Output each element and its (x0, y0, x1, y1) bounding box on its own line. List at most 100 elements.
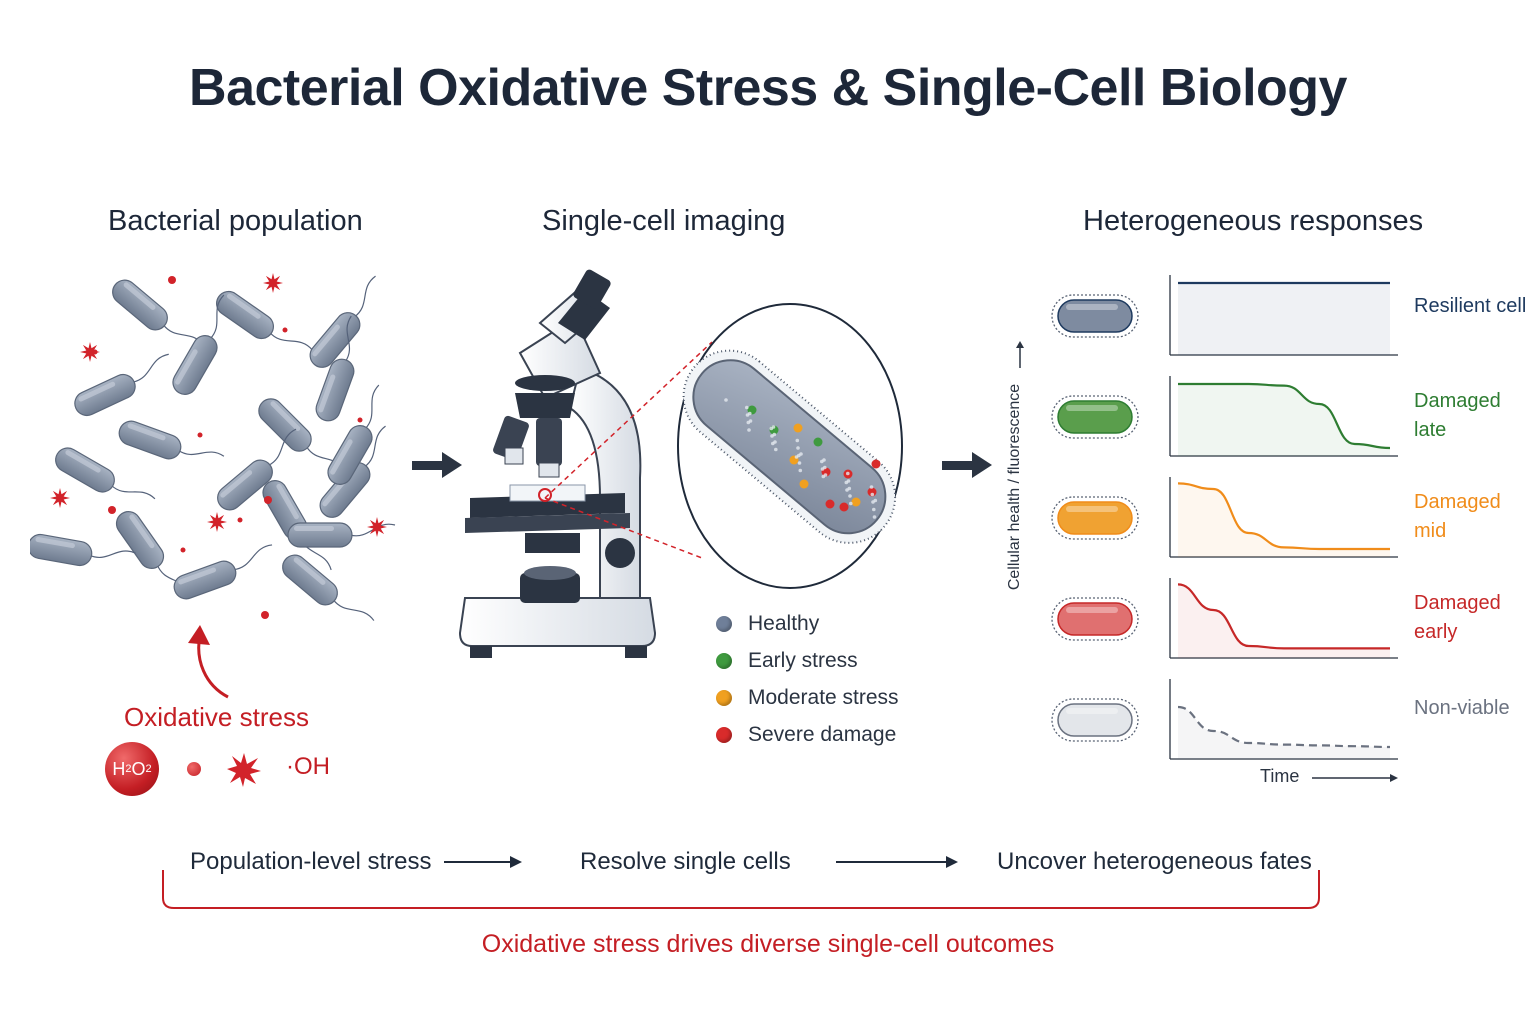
bacterium (216, 290, 313, 351)
legend-item: Moderate stress (716, 683, 899, 713)
stress-arrow-icon (188, 625, 229, 699)
legend-dot-icon (716, 616, 732, 632)
flow-arrow-icon-2 (836, 856, 958, 868)
granule (869, 485, 874, 489)
granule (873, 498, 878, 503)
series-area (1178, 283, 1390, 355)
granule (745, 405, 749, 410)
flow-step-resolve: Resolve single cells (580, 848, 791, 875)
ros-starburst (80, 342, 100, 362)
granule (823, 465, 827, 470)
bacterium (327, 384, 380, 485)
h2o2-sub1: 2 (125, 763, 132, 775)
fluorescent-dot (851, 497, 861, 507)
ros-dot (168, 276, 176, 284)
ros-starburst (263, 273, 283, 293)
legend-label: Moderate stress (748, 686, 899, 709)
takeaway-text: Oxidative stress drives diverse single-c… (481, 930, 1055, 958)
flow-step-population: Population-level stress (190, 848, 432, 875)
response-label: Non-viable (1414, 694, 1510, 723)
ros-starburst-icon (227, 753, 261, 787)
fluorescent-dot (799, 479, 809, 489)
ylabel-arrow-icon (1016, 341, 1024, 368)
fluorescent-dot (825, 499, 835, 509)
ros-starburst (207, 512, 227, 532)
response-cell-icon (1051, 698, 1139, 742)
response-label-line1: Damaged (1414, 390, 1501, 412)
bacterium (315, 315, 355, 422)
granule (847, 486, 852, 491)
legend-dot-icon (716, 727, 732, 743)
ros-particles (50, 273, 387, 619)
series-area (1178, 384, 1390, 456)
time-arrow-icon (1312, 774, 1398, 782)
legend-item: Severe damage (716, 720, 896, 750)
bacterium (217, 428, 297, 511)
legend-label: Early stress (748, 649, 858, 672)
response-charts (1051, 275, 1398, 760)
response-label-line2: late (1414, 419, 1447, 441)
response-cell-icon (1051, 294, 1139, 338)
response-label-line2: mid (1414, 520, 1447, 542)
arrow-right-icon (412, 452, 462, 478)
granule (848, 494, 852, 498)
bacterium (172, 294, 225, 395)
series-area (1178, 707, 1390, 759)
response-label-line1: Resilient cell (1414, 295, 1527, 317)
chart-ylabel: Cellular health / fluorescence (1006, 383, 1023, 591)
granule (724, 398, 728, 402)
granule (799, 452, 803, 456)
ros-dot (282, 327, 288, 333)
granule (771, 425, 776, 429)
granule (795, 438, 800, 443)
zoomed-cell-view (677, 303, 903, 589)
zoomed-cell-fluorescent-dots (724, 398, 881, 519)
series-line (1178, 382, 1391, 450)
granule (849, 501, 853, 506)
bacterium (282, 554, 375, 621)
granule (872, 507, 876, 512)
granule (846, 471, 850, 476)
response-cell-icon (1051, 395, 1139, 439)
section-title-imaging: Single-cell imaging (542, 205, 786, 237)
granule (796, 446, 800, 450)
series-line (1177, 705, 1391, 749)
legend-item: Early stress (716, 646, 858, 676)
legend-label: Severe damage (748, 723, 897, 746)
bacterium (118, 420, 225, 460)
ros-dot (237, 517, 243, 523)
response-cell-icon (1051, 496, 1139, 540)
ros-starburst (367, 517, 387, 537)
bacterium (74, 353, 169, 417)
page-title: Bacterial Oxidative Stress & Single-Cell… (189, 59, 1347, 117)
chart-xlabel: Time (1260, 766, 1300, 786)
bacterium (112, 279, 205, 346)
response-label-line1: Damaged (1414, 491, 1501, 513)
bracket (162, 870, 1320, 909)
granule (846, 479, 851, 483)
bacterium (309, 275, 376, 368)
flow-step-uncover: Uncover heterogeneous fates (997, 848, 1312, 875)
bacterium (173, 544, 273, 600)
bacterial-population-illustration (30, 273, 396, 621)
response-label-line2: early (1414, 621, 1458, 643)
h2o2-o: O (131, 758, 146, 779)
fluorescent-dot (867, 487, 877, 497)
granule (823, 473, 828, 477)
series-line (1177, 482, 1390, 551)
h2o2-sub2: 2 (145, 763, 152, 775)
response-label: Damaged mid (1414, 488, 1501, 546)
series-line (1177, 583, 1390, 650)
series-area (1178, 483, 1390, 557)
bacterium (55, 447, 156, 500)
legend-dot-icon (716, 690, 732, 706)
legend-dot-icon (716, 653, 732, 669)
fluorescent-dot (793, 423, 803, 433)
ros-dot-icon (187, 762, 201, 776)
response-label-line1: Non-viable (1414, 697, 1510, 719)
ros-dot (261, 611, 269, 619)
legend-label: Healthy (748, 612, 820, 635)
section-title-responses: Heterogeneous responses (1083, 205, 1424, 237)
